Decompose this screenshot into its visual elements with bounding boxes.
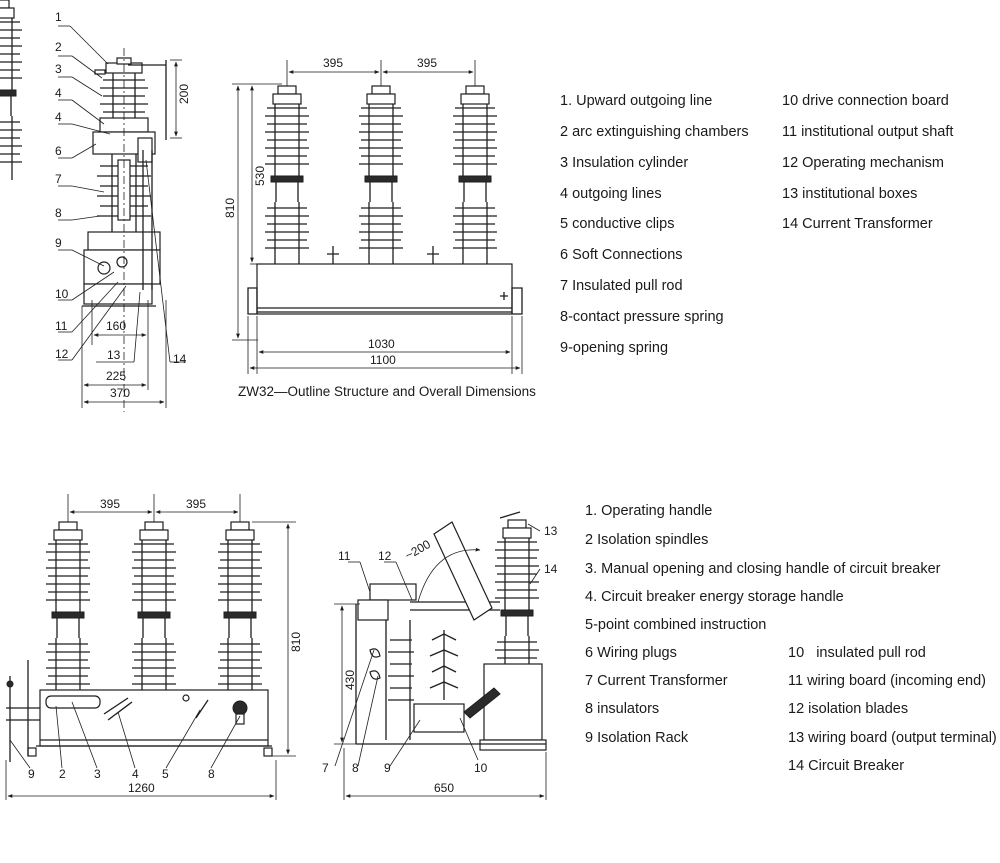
callout-b8s: 8	[352, 761, 359, 775]
dim-1030: 1030	[368, 337, 395, 351]
callout-4b: 4	[55, 110, 62, 124]
callout-9: 9	[55, 236, 62, 250]
legend-item: 8-contact pressure spring	[560, 309, 724, 325]
legend-item: 7 Current Transformer	[585, 673, 728, 689]
legend-item: 6 Soft Connections	[560, 247, 683, 263]
legend-item: 1. Operating handle	[585, 503, 713, 519]
callout-8: 8	[55, 206, 62, 220]
legend-item: 14 Circuit Breaker	[788, 758, 905, 774]
callout-11: 11	[55, 319, 68, 333]
callout-b3: 3	[94, 767, 101, 781]
callout-b9s: 9	[384, 761, 391, 775]
callout-b13: 13	[544, 524, 558, 538]
legend-item: 12 Operating mechanism	[782, 155, 944, 171]
dim-530: 530	[253, 166, 267, 186]
legend-item: 4. Circuit breaker energy storage handle	[585, 589, 844, 605]
legend-item: 3. Manual opening and closing handle of …	[585, 561, 941, 577]
bottom-front-view: 395 395 810 1260 9 2 3 4 5 8	[5, 494, 303, 800]
dim-1100: 1100	[370, 353, 396, 367]
legend-item: 14 Current Transformer	[782, 216, 933, 232]
legend-item: 5-point combined instruction	[585, 617, 767, 633]
legend-item: 3 Insulation cylinder	[560, 155, 689, 171]
dim-650: 650	[434, 781, 454, 795]
callout-b4: 4	[132, 767, 139, 781]
legend-item: 13 institutional boxes	[782, 186, 918, 202]
bottom-side-view: 11 12 13 14 7 8 9 10 ~200 430 650	[322, 511, 558, 800]
dim-200: 200	[177, 84, 191, 104]
legend-item: 11 institutional output shaft	[782, 124, 954, 140]
top-side-view: 200 160 225 370 1 2 3 4 4 6 7 8 9 10 11 …	[55, 10, 191, 412]
callout-b11: 11	[338, 549, 351, 563]
dim-395-right: 395	[417, 56, 437, 70]
legend-item: 13 wiring board (output terminal)	[788, 730, 997, 746]
callout-4a: 4	[55, 86, 62, 100]
legend-item: 5 conductive clips	[560, 216, 675, 232]
legend-item: 12 isolation blades	[788, 701, 909, 717]
callout-b9: 9	[28, 767, 35, 781]
dim-430: 430	[343, 670, 357, 690]
callout-13: 13	[107, 348, 121, 362]
legend-item: 1. Upward outgoing line	[560, 93, 713, 109]
callout-b5: 5	[162, 767, 169, 781]
legend-item: 2 Isolation spindles	[585, 532, 709, 548]
legend-item: 8 insulators	[585, 701, 660, 717]
legend-item: 4 outgoing lines	[560, 186, 662, 202]
dim-370: 370	[110, 386, 130, 400]
dim-1260: 1260	[128, 781, 155, 795]
legend-item: 10 drive connection board	[782, 93, 949, 109]
dim-395-left-b: 395	[100, 497, 120, 511]
dim-160: 160	[106, 319, 126, 333]
legend-item: 6 Wiring plugs	[585, 645, 677, 661]
callout-2: 2	[55, 40, 62, 54]
callout-b14: 14	[544, 562, 558, 576]
callout-b8: 8	[208, 767, 215, 781]
callout-7: 7	[55, 172, 62, 186]
callout-3: 3	[55, 62, 62, 76]
callout-b12: 12	[378, 549, 392, 563]
dim-810: 810	[223, 198, 237, 218]
dim-225: 225	[106, 369, 126, 383]
callout-1: 1	[55, 10, 62, 24]
legend-item: 9 Isolation Rack	[585, 730, 689, 746]
callout-10: 10	[55, 287, 69, 301]
legend-item: 9-opening spring	[560, 340, 669, 356]
dim-395-left: 395	[323, 56, 343, 70]
legend-item: 10 insulated pull rod	[788, 645, 926, 661]
top-front-view: 395 395 530 810 1030 1100 ZW32—Outline S…	[0, 0, 536, 399]
callout-b10: 10	[474, 761, 488, 775]
top-caption: ZW32—Outline Structure and Overall Dimen…	[238, 384, 536, 399]
legend-item: 11 wiring board (incoming end)	[788, 673, 987, 689]
callout-12: 12	[55, 347, 69, 361]
dim-r200: ~200	[403, 537, 434, 563]
dim-395-right-b: 395	[186, 497, 206, 511]
callout-b7: 7	[322, 761, 329, 775]
callout-6: 6	[55, 144, 62, 158]
callout-14: 14	[173, 352, 187, 366]
dim-810-b: 810	[289, 632, 303, 652]
legend-item: 2 arc extinguishing chambers	[560, 124, 749, 140]
legend-item: 7 Insulated pull rod	[560, 278, 683, 294]
callout-b2: 2	[59, 767, 66, 781]
